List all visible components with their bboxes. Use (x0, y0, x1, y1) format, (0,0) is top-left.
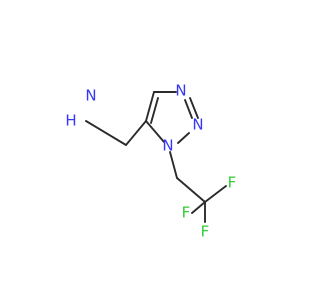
triazole-nitrogen-1-label: N (162, 137, 173, 155)
fluorine-bottom-label: F (201, 223, 210, 241)
fluorine-left-label: F (182, 204, 191, 222)
bond-n2-n1 (177, 132, 190, 144)
bond-ch2-cf3 (176, 177, 206, 203)
amine-hydrogen-label: H (65, 112, 76, 130)
molecule-structure: H N N N N F F F (65, 82, 237, 241)
bond-amine-ch2 (85, 120, 127, 146)
bond-c5-c4 (145, 91, 155, 122)
molecule-canvas: H N N N N F F F (65, 81, 237, 241)
bond-n1-ch2 (169, 151, 178, 179)
amine-nitrogen-label: N (85, 87, 96, 105)
triazole-nitrogen-3-label: N (175, 82, 186, 100)
triazole-nitrogen-2-label: N (192, 116, 203, 134)
bond-cf3-f-top (204, 185, 227, 203)
bond-n3-n2-b (184, 99, 193, 119)
bonds (85, 91, 227, 223)
bond-cf3-f-left (191, 201, 206, 214)
bond-n1-c5 (145, 120, 165, 143)
bond-n3-n2-a (189, 97, 199, 119)
bond-c5-c4-double (150, 97, 159, 124)
bond-ch2-c5 (125, 120, 147, 146)
fluorine-top-label: F (228, 174, 237, 192)
